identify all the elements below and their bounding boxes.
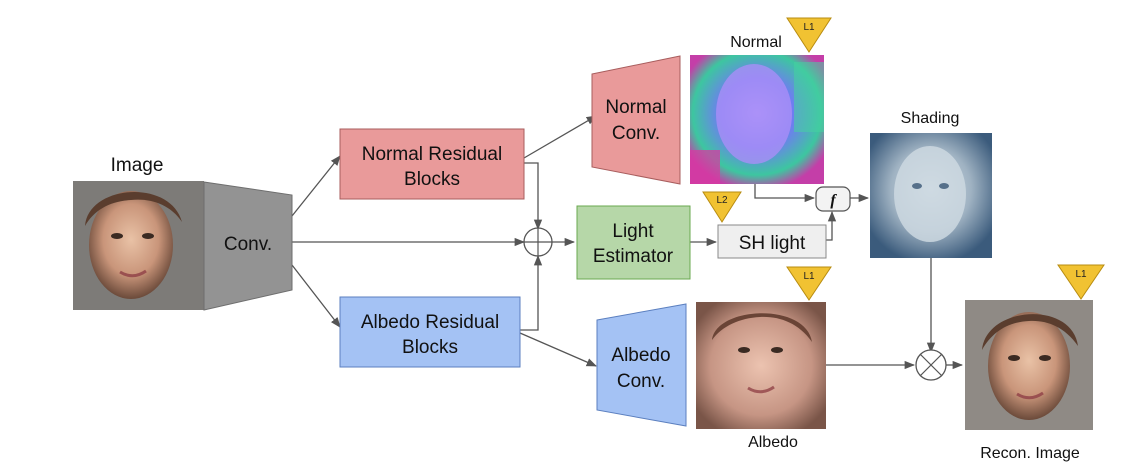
loss-marker-l1-recon: L1 <box>1057 264 1105 300</box>
light-estimator-label-line1: Light <box>612 221 654 242</box>
light-estimator-label-line2: Estimator <box>593 246 674 267</box>
arrow-normal-residual-to-normal-conv <box>523 115 597 159</box>
albedo-conv-label-line2: Conv. <box>617 371 665 392</box>
light-estimator-block <box>576 205 691 280</box>
arrow-conv-to-albedo-residual <box>291 264 341 328</box>
loss-marker-l1-albedo: L1 <box>786 266 832 301</box>
normal-residual-label-line2: Blocks <box>404 169 460 190</box>
svg-text:L1: L1 <box>803 22 815 33</box>
svg-text:L2: L2 <box>716 195 728 206</box>
albedo-residual-label-line1: Albedo Residual <box>361 312 499 333</box>
arrow-sh-light-to-f <box>826 210 837 241</box>
normal-conv-block <box>591 55 681 185</box>
albedo-conv-label-line1: Albedo <box>611 345 670 366</box>
recon-caption: Recon. Image <box>980 445 1080 462</box>
arrow-normal-residual-to-concat <box>524 162 543 231</box>
normal-map-caption: Normal <box>730 34 782 51</box>
shading-caption: Shading <box>901 110 960 127</box>
sh-light-label: SH light <box>739 233 806 254</box>
f-operator-label: f <box>830 192 837 209</box>
sh-light-box <box>717 224 827 259</box>
normal-residual-blocks <box>339 128 525 200</box>
shading-image <box>870 133 992 258</box>
arrow-albedo-residual-to-concat <box>520 254 543 331</box>
connections <box>291 115 964 370</box>
albedo-residual-blocks <box>339 296 521 368</box>
albedo-conv-block <box>596 303 687 427</box>
input-face-image <box>73 181 204 310</box>
multiply-node <box>915 349 947 381</box>
input-image-caption: Image <box>111 155 164 176</box>
normal-residual-label-line1: Normal Residual <box>362 144 502 165</box>
normal-map-image <box>690 55 824 184</box>
arrow-normal-to-f <box>754 184 816 203</box>
concat-node <box>523 227 553 257</box>
svg-text:L1: L1 <box>803 271 815 282</box>
reconstructed-image <box>965 300 1093 430</box>
albedo-caption: Albedo <box>748 434 798 451</box>
svg-text:L1: L1 <box>1075 269 1087 280</box>
encoder-conv-label: Conv. <box>224 234 272 255</box>
loss-marker-l2: L2 <box>702 191 742 223</box>
arrow-albedo-residual-to-albedo-conv <box>519 332 597 367</box>
encoder-conv-block <box>203 181 293 311</box>
normal-conv-label-line1: Normal <box>605 97 666 118</box>
albedo-image <box>696 302 826 429</box>
normal-conv-label-line2: Conv. <box>612 123 660 144</box>
albedo-residual-label-line2: Blocks <box>402 337 458 358</box>
f-operator-node <box>815 186 851 212</box>
loss-marker-l1-normal: L1 <box>786 17 832 53</box>
arrow-conv-to-normal-residual <box>291 155 341 217</box>
